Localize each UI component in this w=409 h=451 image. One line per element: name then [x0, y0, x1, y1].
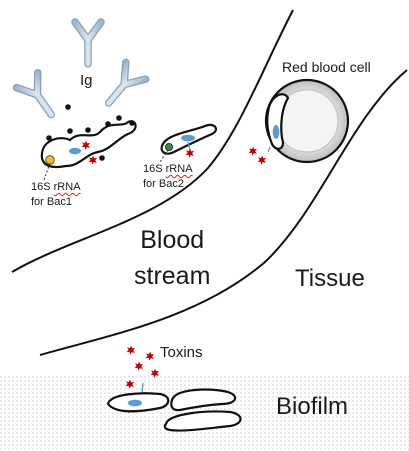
- red-blood-cell-label: Red blood cell: [282, 59, 371, 75]
- bacterium-biofilm-2: [170, 388, 237, 412]
- bac1-label-prefix: 16S: [31, 181, 54, 193]
- bac1-leader-line: [43, 162, 51, 181]
- blood-stream-line2: stream: [134, 262, 211, 291]
- antibody-icon: [99, 62, 146, 111]
- toxin-icon: [134, 361, 144, 371]
- bacterium-biofilm-3: [163, 410, 242, 432]
- bacterium-biofilm-1: [106, 392, 170, 413]
- bacterium-bac2: [160, 123, 218, 155]
- bac2-label-line2: for Bac2: [143, 177, 184, 190]
- vessel-wall-left: [11, 9, 294, 273]
- vessel-wall-right: [39, 69, 408, 356]
- toxin-icon: [145, 351, 155, 361]
- antibody-icon: [75, 22, 101, 64]
- toxin-icon: [257, 155, 267, 165]
- bac2-label-rrna: rRNA: [165, 163, 193, 175]
- blood-stream-label: Blood stream: [134, 222, 210, 295]
- ig-label: Ig: [80, 72, 93, 89]
- bac2-leader-line: [159, 149, 169, 163]
- toxins-label: Toxins: [160, 344, 203, 361]
- bacterium-rbc: [266, 93, 290, 153]
- blood-stream-line1: Blood: [140, 226, 205, 254]
- red-blood-cell-icon: [264, 78, 350, 164]
- bac1-label: 16S rRNA for Bac1: [31, 180, 81, 210]
- antibody-icon: [16, 73, 61, 122]
- toxin-icon: [88, 155, 98, 165]
- tissue-label: Tissue: [295, 265, 365, 292]
- bac2-label: 16S rRNA for Bac2: [143, 162, 193, 192]
- bac2-label-prefix: 16S: [143, 163, 166, 175]
- bac1-label-line2: for Bac1: [31, 195, 72, 208]
- toxin-icon: [185, 148, 195, 158]
- toxin-icon: [248, 146, 258, 156]
- biofilm-label: Biofilm: [276, 393, 349, 420]
- bacterium-bac1: [40, 104, 137, 169]
- bac1-label-rrna: rRNA: [53, 181, 81, 193]
- toxin-icon: [126, 345, 136, 355]
